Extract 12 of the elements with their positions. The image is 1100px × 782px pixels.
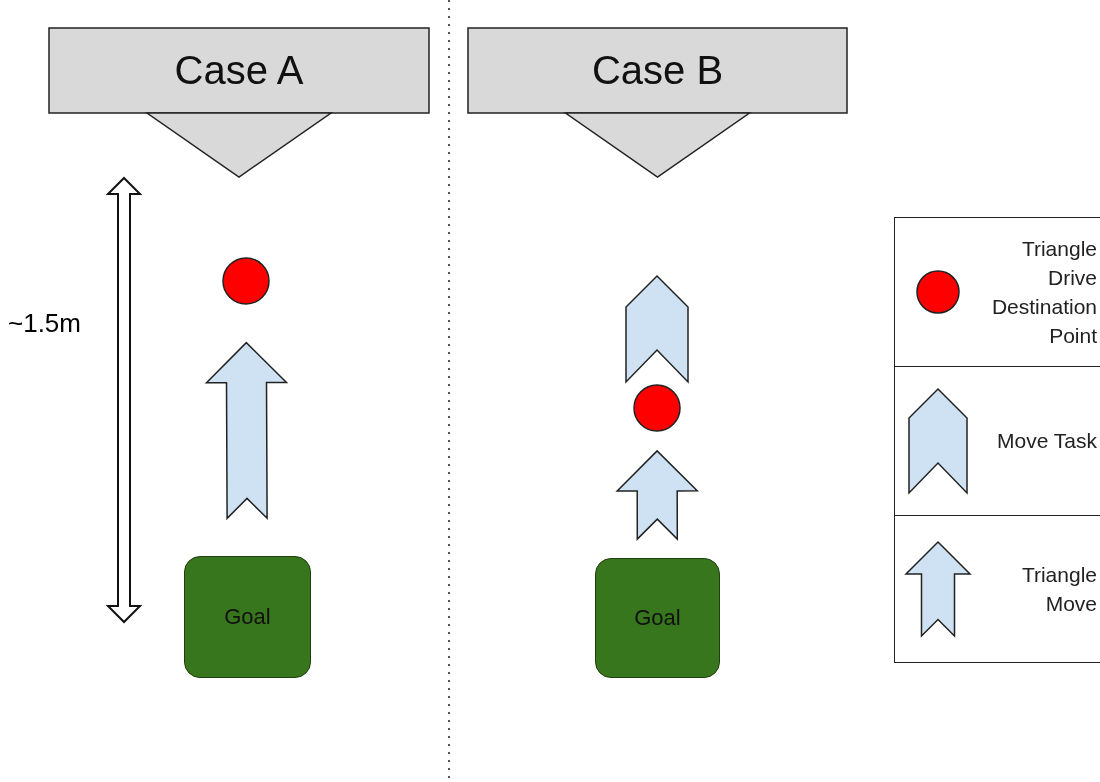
legend-text: Triangle Drive Destination Point (990, 235, 1097, 349)
move-chevron (625, 275, 689, 383)
target-dot (633, 384, 681, 432)
target-dot (222, 257, 270, 305)
goal-box: Goal (184, 556, 311, 678)
legend-text: Move Task (996, 428, 1097, 454)
legend-text: Triangle Move (1020, 562, 1097, 617)
dimension-label: ~1.5m (8, 308, 81, 339)
dimension-line (107, 177, 141, 623)
goal-box: Goal (595, 558, 720, 678)
move-arrow (615, 449, 699, 541)
move-arrow (204, 341, 289, 521)
